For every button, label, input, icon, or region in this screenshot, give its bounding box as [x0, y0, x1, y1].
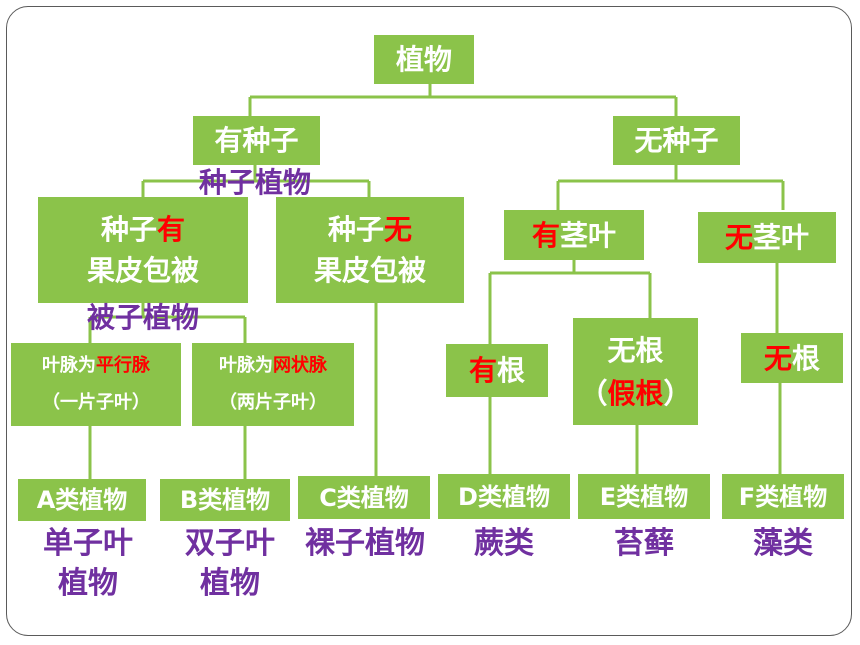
text-seed: 种子 [327, 213, 384, 246]
node-seedless-label: 无种子 [634, 124, 719, 157]
node-with-stem-leaf-text: 有茎叶 [532, 218, 616, 253]
category-gymnosperm: 裸子植物 [305, 526, 425, 561]
angiosperm-label: 被子植物 [86, 301, 199, 334]
node-no-stem-leaf-text: 无茎叶 [725, 220, 809, 255]
text-vein-type: 叶脉为 [42, 355, 96, 376]
text-stem-leaf: 茎叶 [753, 221, 810, 254]
node-no-root-false-root: 无根 （假根） [573, 318, 698, 425]
node-no-stem-leaf: 无茎叶 [698, 212, 836, 263]
connector-covered-split [88, 303, 247, 343]
slide-frame [6, 6, 852, 636]
node-seed-naked: 种子无 果皮包被 [276, 197, 464, 303]
connector-stemleaf-split [488, 260, 652, 344]
leaf-e: E类植物 [578, 474, 710, 519]
category-dicot: 双子叶 植物 [160, 526, 300, 602]
text-vein-type: 叶脉为 [219, 355, 273, 376]
node-false-root-line2: （假根） [579, 376, 691, 411]
text-netted: 网状脉 [273, 355, 327, 376]
text-has: 有 [157, 213, 186, 246]
node-seed-covered-line1: 种子有 [101, 212, 185, 247]
category-fern: 蕨类 [474, 526, 534, 561]
node-parallel-veins-line2: （一片子叶） [42, 391, 150, 413]
category-monocot-line2: 植物 [58, 566, 118, 601]
text-none: 无 [724, 221, 753, 254]
node-no-root: 无根 [741, 333, 843, 383]
leaf-e-label: E类植物 [599, 482, 689, 511]
category-dicot-line2: 植物 [200, 566, 260, 601]
leaf-b-label: B类植物 [179, 486, 271, 514]
leaf-f-label: F类植物 [738, 482, 828, 511]
text-seed: 种子 [100, 213, 157, 246]
connector-seeded-split [141, 165, 371, 197]
text-parallel: 平行脉 [96, 355, 150, 376]
node-netted-veins-line2: （两片子叶） [219, 391, 327, 413]
category-monocot-line1: 单子叶 [43, 526, 133, 561]
text-stem-leaf: 茎叶 [560, 218, 617, 252]
node-plants: 植物 [374, 35, 474, 84]
node-with-seeds-label: 有种子 [214, 124, 299, 157]
category-algae: 藻类 [753, 526, 813, 561]
node-parallel-veins: 叶脉为平行脉 （一片子叶） [11, 343, 181, 426]
leaf-c: C类植物 [298, 476, 430, 519]
text-paren-open: （ [579, 376, 608, 410]
node-has-root-text: 有根 [469, 353, 525, 388]
leaf-c-label: C类植物 [319, 483, 409, 512]
text-paren-close: ） [663, 376, 692, 410]
node-seed-naked-line2: 果皮包被 [313, 254, 426, 287]
leaf-d: D类植物 [438, 474, 570, 519]
category-dicot-line1: 双子叶 [185, 526, 275, 561]
node-seed-naked-line1: 种子无 [328, 212, 412, 247]
node-netted-veins: 叶脉为网状脉 （两片子叶） [192, 343, 354, 426]
node-seedless: 无种子 [613, 116, 740, 165]
leaf-f: F类植物 [722, 474, 844, 519]
leaf-a-label: A类植物 [36, 486, 128, 514]
text-none: 无 [763, 341, 792, 375]
seed-plants-label: 种子植物 [198, 166, 311, 199]
text-has: 有 [531, 218, 560, 252]
category-monocot: 单子叶 植物 [18, 526, 158, 602]
node-parallel-veins-line1: 叶脉为平行脉 [42, 355, 150, 378]
node-with-stem-leaf: 有茎叶 [504, 210, 644, 260]
leaf-a: A类植物 [18, 479, 146, 521]
node-has-root: 有根 [446, 344, 548, 397]
node-plants-label: 植物 [395, 43, 452, 76]
connector-seedless-split [556, 165, 785, 210]
node-seed-covered: 种子有 果皮包被 [38, 197, 248, 303]
node-with-seeds: 有种子 [193, 116, 320, 165]
node-no-root-text: 无根 [764, 341, 820, 376]
text-none: 无 [384, 213, 413, 246]
node-netted-veins-line1: 叶脉为网状脉 [219, 355, 327, 378]
leaf-d-label: D类植物 [458, 482, 550, 511]
text-has: 有 [468, 354, 497, 387]
text-root: 根 [497, 354, 526, 387]
text-false-root: 假根 [607, 376, 664, 410]
node-no-root-line1: 无根 [607, 333, 664, 367]
category-moss: 苔藓 [614, 526, 674, 561]
connector-root-split [248, 84, 678, 116]
node-seed-covered-line2: 果皮包被 [86, 254, 199, 287]
leaf-b: B类植物 [160, 479, 290, 521]
text-root: 根 [792, 341, 821, 375]
